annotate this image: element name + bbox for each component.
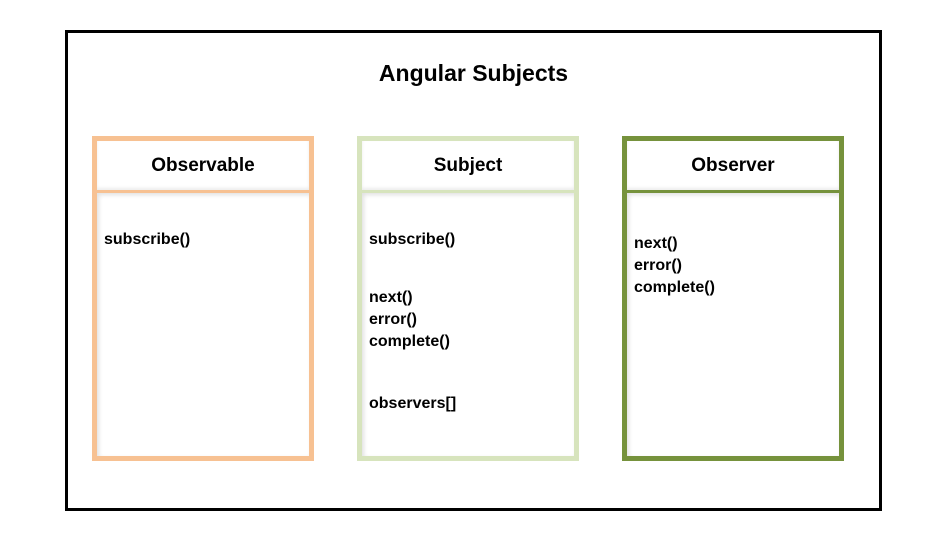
observable-header: Observable [97, 141, 309, 193]
subject-method-group-subscribe: subscribe() [369, 229, 455, 251]
method-subscribe: subscribe() [104, 231, 191, 248]
observable-method-group: subscribe() [104, 229, 190, 251]
method-error: error() [369, 311, 418, 328]
observer-body: next() error() complete() [627, 193, 839, 456]
subject-method-group-observers: observers[] [369, 393, 456, 415]
method-complete: complete() [369, 333, 450, 350]
diagram-title: Angular Subjects [378, 60, 569, 86]
observer-box: Observer next() error() complete() [622, 136, 844, 461]
observable-body: subscribe() [97, 193, 309, 456]
observer-method-group: next() error() complete() [634, 233, 715, 299]
subject-box: Subject subscribe() next() error() compl… [357, 136, 579, 461]
diagram-frame: Angular Subjects Observable subscribe() … [65, 30, 882, 511]
method-next: next() [369, 289, 413, 306]
method-next: next() [634, 235, 678, 252]
method-complete: complete() [634, 279, 715, 296]
subject-body: subscribe() next() error() complete() ob… [362, 193, 574, 456]
method-subscribe: subscribe() [369, 231, 456, 248]
observer-header: Observer [627, 141, 839, 193]
observable-box: Observable subscribe() [92, 136, 314, 461]
method-error: error() [634, 257, 683, 274]
subject-method-group-observer-api: next() error() complete() [369, 287, 450, 353]
property-observers: observers[] [369, 395, 457, 412]
subject-header: Subject [362, 141, 574, 193]
